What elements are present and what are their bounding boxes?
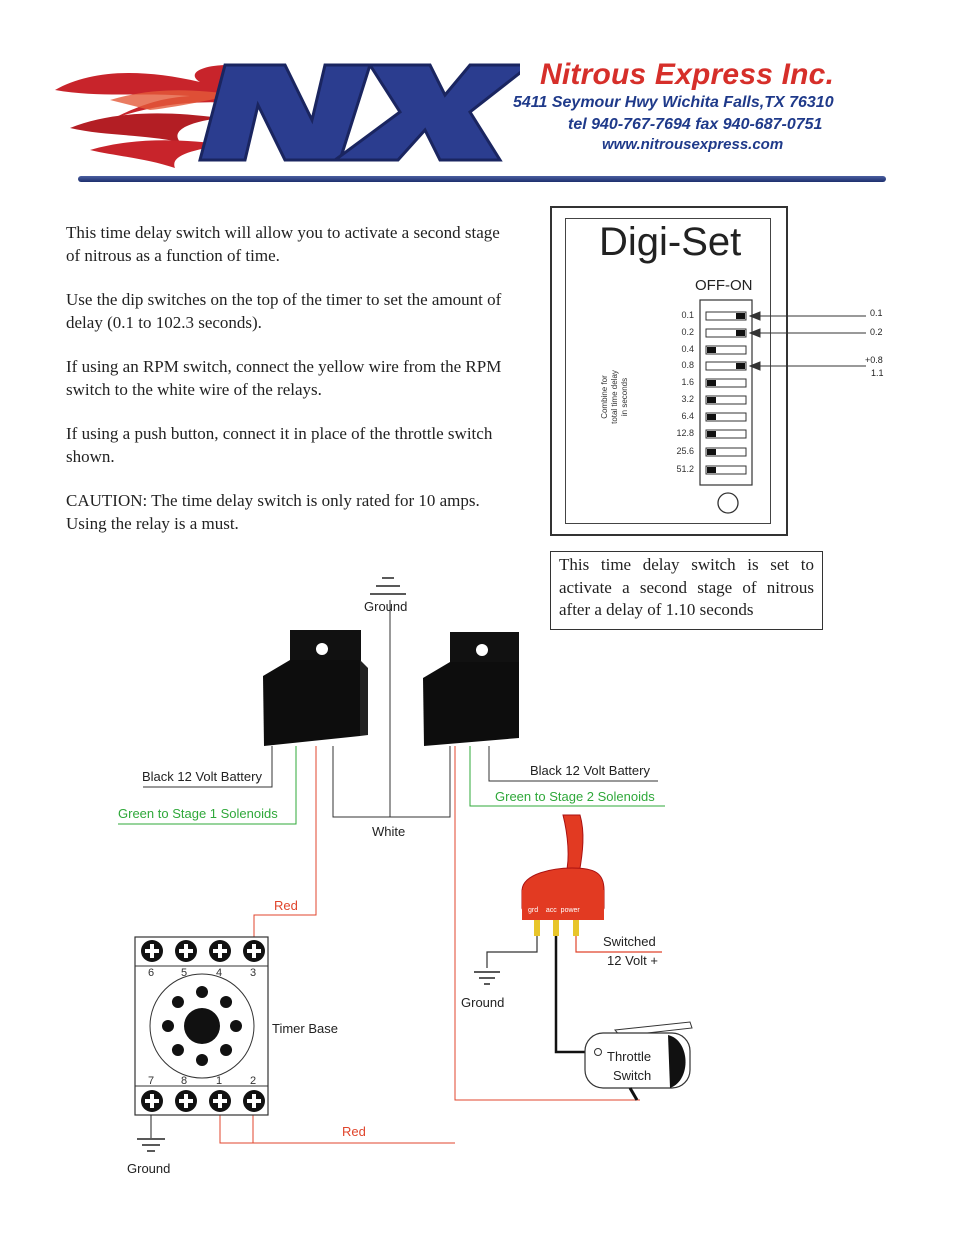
company-phone-fax: tel 940-767-7694 fax 940-687-0751 — [568, 116, 823, 133]
relay-1 — [263, 630, 368, 746]
timer-pin-label: 7 — [148, 1075, 155, 1087]
timer-base-label: Timer Base — [272, 1021, 338, 1036]
dip-switch-label: 1.6 — [681, 377, 694, 387]
intro-paragraph-1: This time delay switch will allow you to… — [66, 223, 500, 265]
ground-label-top: Ground — [364, 599, 408, 614]
digiset-inner-frame — [565, 218, 771, 524]
timer-socket-hole — [171, 1044, 184, 1057]
timer-center-hole — [184, 1008, 220, 1044]
sum-value-2: 0.2 — [870, 327, 883, 337]
nx-flame-logo — [55, 63, 520, 168]
timer-base — [134, 936, 269, 1116]
timer-socket-hole — [196, 1054, 208, 1066]
dip-switch-label: 6.4 — [681, 411, 694, 421]
ground-symbol-toggle — [474, 971, 500, 985]
wire-toggle-power — [575, 936, 662, 953]
wire-white-relay1 — [332, 746, 451, 818]
wire-toggle-acc — [554, 936, 590, 1054]
dip-switch-label: 3.2 — [681, 394, 694, 404]
dip-switch-label: 0.2 — [681, 327, 694, 337]
timer-socket-hole — [162, 1020, 174, 1032]
dip-switch-label: 51.2 — [676, 464, 694, 474]
wire-green-stage-1 — [118, 746, 297, 825]
wire-red-relay2 — [454, 746, 640, 1101]
digiset-title: Digi-Set — [599, 220, 742, 264]
terminal-screw — [175, 1090, 197, 1112]
black-battery-label-2: Black 12 Volt Battery — [530, 763, 650, 778]
black-battery-label-1: Black 12 Volt Battery — [142, 769, 262, 784]
wire-black-battery-1 — [143, 746, 273, 788]
ground-label-toggle: Ground — [461, 995, 505, 1010]
white-wire-label: White — [372, 824, 406, 839]
timer-pin-label: 8 — [181, 1075, 188, 1087]
intro-paragraph-2: Use the dip switches on the top of the t… — [66, 290, 502, 332]
digiset-header: OFF-ON — [695, 277, 753, 294]
setting-caption: This time delay switch is set to activat… — [550, 551, 823, 630]
toggle-terminal-labels: grd acc power — [528, 907, 580, 914]
timer-pin-label: 5 — [181, 967, 188, 979]
green-stage-2-label: Green to Stage 2 Solenoids — [495, 789, 655, 804]
sum-total: 1.1 — [871, 368, 884, 378]
timer-pin-label: 1 — [216, 1075, 223, 1087]
throttle-switch-label-2: Switch — [613, 1068, 652, 1083]
ground-symbol-top — [370, 577, 406, 595]
red-wire-label-top: Red — [274, 898, 298, 913]
terminal-screw — [209, 940, 231, 962]
terminal-screw — [243, 940, 265, 962]
red-wire-label-bottom: Red — [342, 1124, 366, 1139]
intro-text: This time delay switch will allow you to… — [66, 221, 514, 556]
header-logo — [50, 50, 890, 180]
switched-label: Switched — [603, 934, 656, 949]
dip-switch-label: 0.4 — [681, 344, 694, 354]
timer-pin-label: 4 — [216, 967, 223, 979]
dip-switch-label: 25.6 — [676, 446, 694, 456]
timer-pin-label: 6 — [148, 967, 155, 979]
intro-paragraph-3: If using an RPM switch, connect the yell… — [66, 357, 502, 399]
wire-red-relay1 — [253, 746, 317, 942]
intro-paragraph-4: If using a push button, connect it in pl… — [66, 424, 493, 466]
wire-red-bottom — [219, 1110, 455, 1144]
wire-toggle-ground — [486, 936, 538, 968]
terminal-screw — [243, 1090, 265, 1112]
wire-black-battery-2 — [488, 746, 658, 782]
sum-value-1: 0.1 — [870, 308, 883, 318]
toggle-switch — [521, 814, 605, 936]
terminal-screw — [141, 940, 163, 962]
digiset-panel — [550, 206, 788, 536]
relay-2 — [423, 632, 519, 746]
green-stage-1-label: Green to Stage 1 Solenoids — [118, 806, 278, 821]
terminal-screw — [141, 1090, 163, 1112]
timer-socket-hole — [196, 986, 208, 998]
wire-green-stage-2 — [469, 746, 665, 807]
timer-pin-label: 2 — [250, 1075, 257, 1087]
terminal-screw — [209, 1090, 231, 1112]
switched-volt-label: 12 Volt + — [607, 953, 658, 968]
dip-switch-label: 12.8 — [676, 428, 694, 438]
company-name: Nitrous Express Inc. — [540, 58, 835, 91]
company-address: 5411 Seymour Hwy Wichita Falls,TX 76310 — [513, 94, 834, 111]
throttle-switch-label-1: Throttle — [607, 1049, 652, 1064]
throttle-switch — [584, 1021, 693, 1101]
ground-label-timer: Ground — [127, 1161, 171, 1176]
sum-value-3: +0.8 — [865, 355, 883, 365]
ground-symbol-timer — [137, 1115, 165, 1152]
company-website: www.nitrousexpress.com — [602, 136, 784, 153]
logo-letter-x — [330, 63, 520, 162]
intro-paragraph-5: CAUTION: The time delay switch is only r… — [66, 491, 480, 533]
timer-socket-hole — [220, 995, 233, 1008]
timer-socket-hole — [171, 995, 184, 1008]
dip-switch-label: 0.1 — [681, 310, 694, 320]
timer-socket-hole — [220, 1044, 233, 1057]
header-divider — [78, 176, 886, 182]
timer-pin-label: 3 — [250, 967, 257, 979]
dip-switch-label: 0.8 — [681, 360, 694, 370]
timer-socket-hole — [230, 1020, 242, 1032]
terminal-screw — [175, 940, 197, 962]
